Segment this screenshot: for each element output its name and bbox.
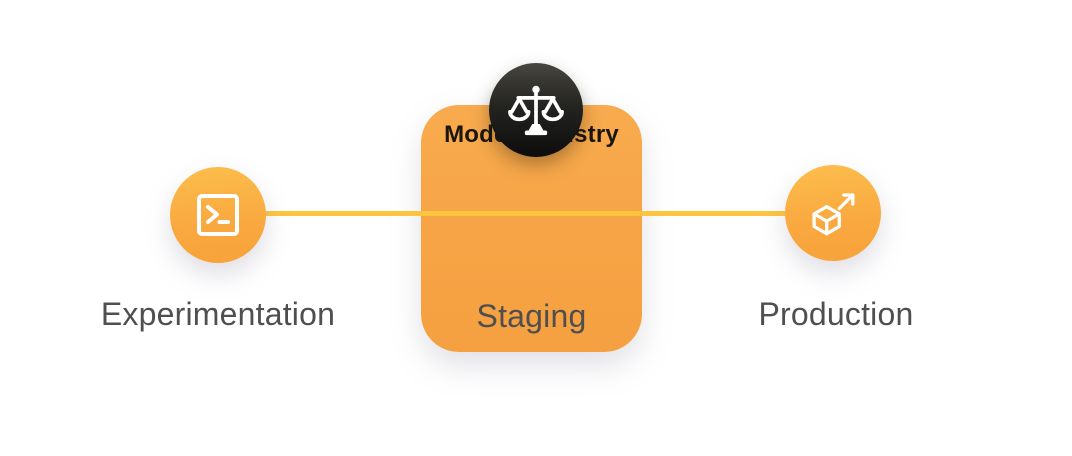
connector-line bbox=[218, 211, 838, 216]
terminal-icon bbox=[196, 193, 240, 237]
production-node bbox=[785, 165, 881, 261]
production-label: Production bbox=[758, 296, 914, 332]
experimentation-node bbox=[170, 167, 266, 263]
experimentation-label: Experimentation bbox=[100, 296, 336, 332]
balance-scale-icon bbox=[508, 83, 564, 137]
staging-label: Staging bbox=[476, 298, 587, 334]
cube-deploy-icon bbox=[806, 186, 860, 240]
registry-badge bbox=[489, 63, 583, 157]
